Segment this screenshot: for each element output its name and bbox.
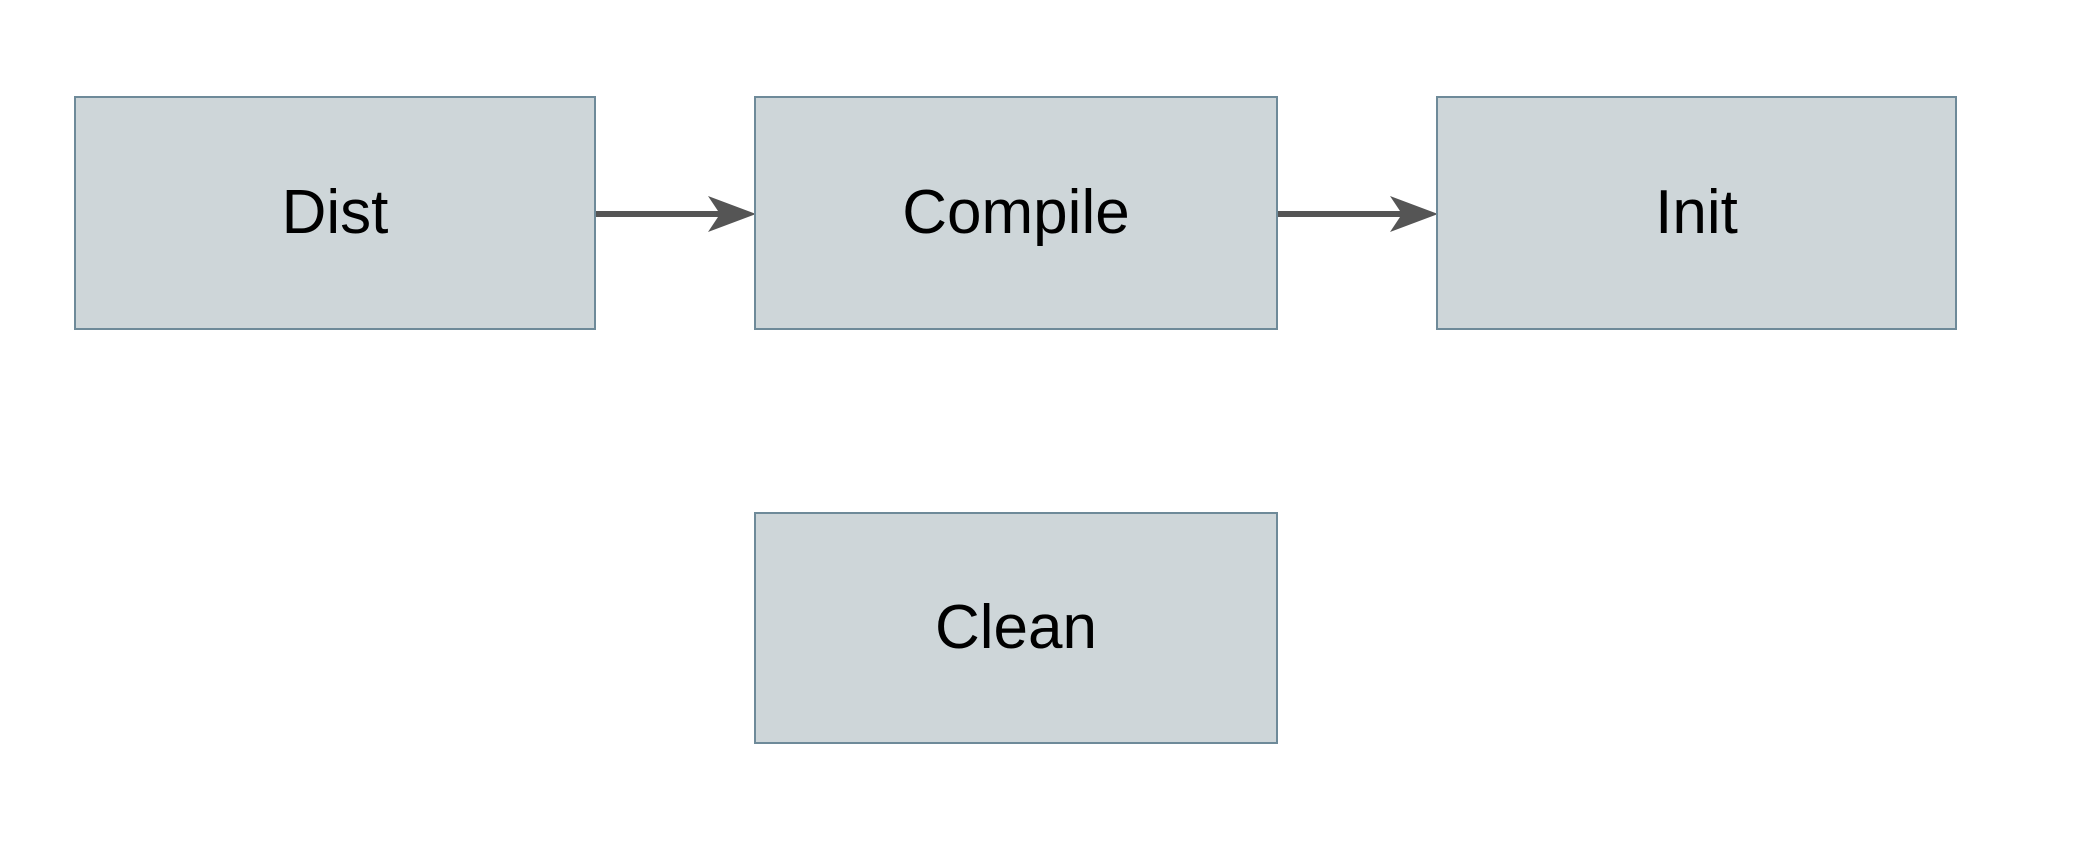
node-dist-label: Dist bbox=[281, 178, 389, 247]
arrowhead-icon bbox=[708, 196, 756, 232]
arrowhead-icon bbox=[1390, 196, 1438, 232]
node-compile-label: Compile bbox=[902, 178, 1130, 247]
node-clean-label: Clean bbox=[935, 593, 1097, 662]
edge-compile-to-init[interactable] bbox=[1278, 193, 1438, 235]
node-dist[interactable]: Dist bbox=[74, 96, 596, 330]
node-clean[interactable]: Clean bbox=[754, 512, 1278, 744]
edge-dist-to-compile[interactable] bbox=[596, 193, 756, 235]
node-init-label: Init bbox=[1655, 178, 1738, 247]
node-init[interactable]: Init bbox=[1436, 96, 1957, 330]
node-compile[interactable]: Compile bbox=[754, 96, 1278, 330]
